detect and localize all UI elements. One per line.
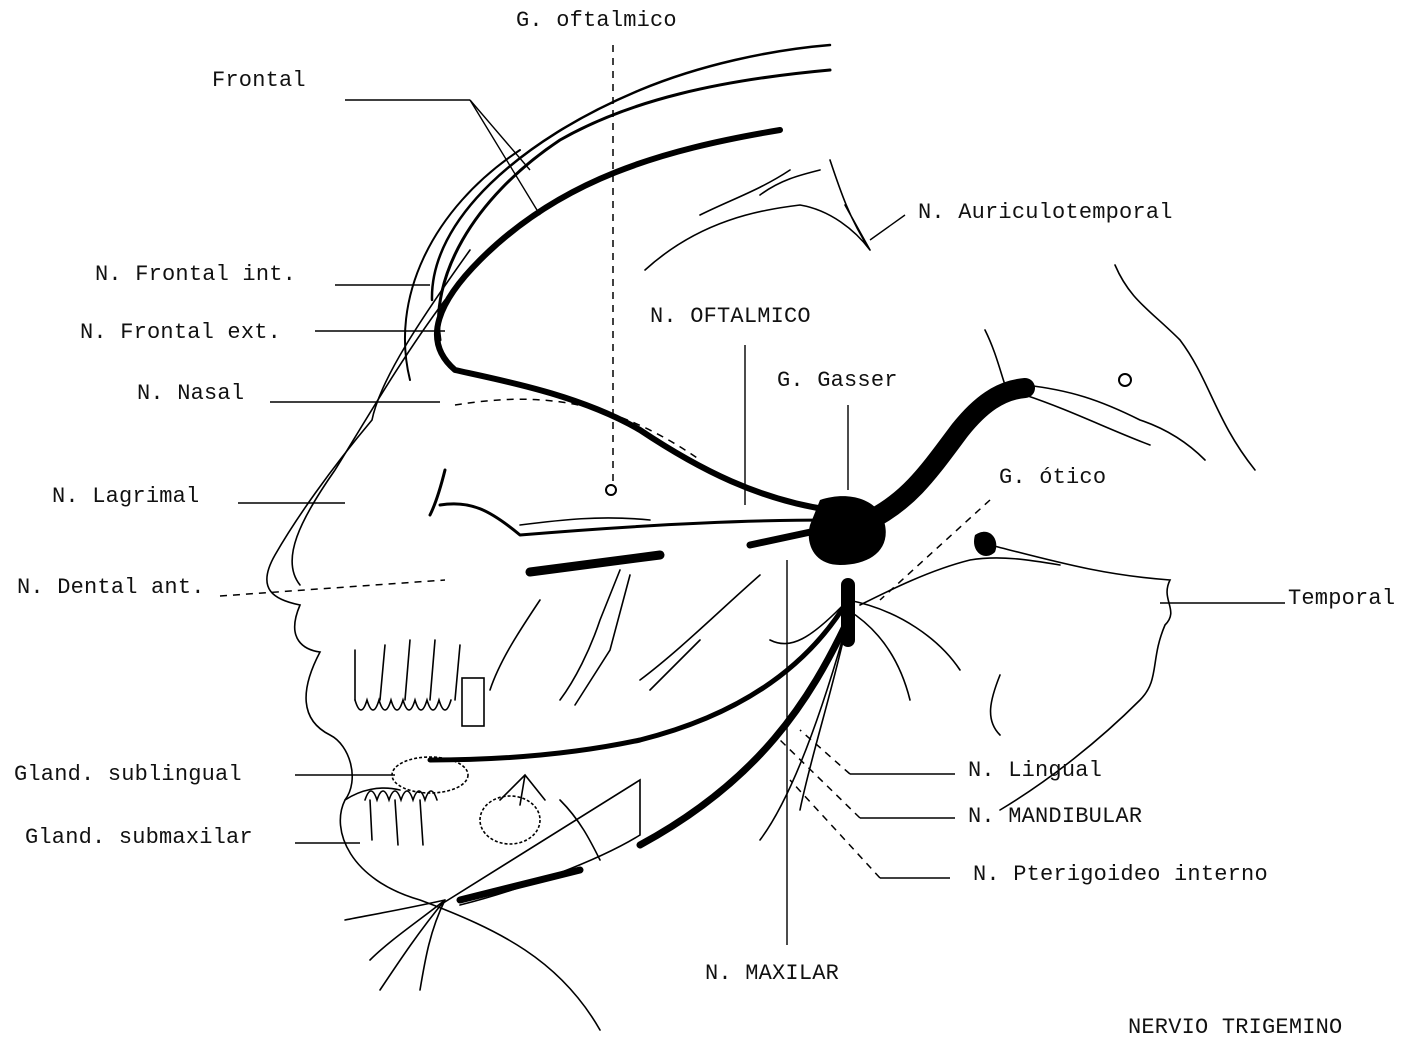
face-profile-outline bbox=[267, 250, 600, 1030]
label-n-dental-ant: N. Dental ant. bbox=[17, 577, 205, 599]
label-n-oftalmico: N. OFTALMICO bbox=[650, 306, 811, 328]
auriculotemporal-nerve bbox=[860, 558, 1060, 605]
label-temporal: Temporal bbox=[1288, 588, 1395, 610]
submaxillary-gland bbox=[480, 796, 540, 844]
face-inner-outline bbox=[292, 300, 445, 585]
label-n-maxilar: N. MAXILAR bbox=[705, 963, 839, 985]
label-gland-sublingual: Gland. sublingual bbox=[14, 764, 242, 786]
label-frontal: Frontal bbox=[212, 70, 306, 92]
nasal-nerve bbox=[455, 399, 700, 460]
label-n-lingual: N. Lingual bbox=[968, 760, 1102, 782]
label-n-frontal-int: N. Frontal int. bbox=[95, 264, 296, 286]
trigeminal-root bbox=[870, 388, 1025, 520]
label-n-frontal-ext: N. Frontal ext. bbox=[80, 322, 281, 344]
maxilla-outline bbox=[520, 518, 760, 690]
label-g-otico: G. ótico bbox=[999, 467, 1106, 489]
label-n-auriculotemporal: N. Auriculotemporal bbox=[918, 202, 1173, 224]
label-n-mandibular: N. MANDIBULAR bbox=[968, 806, 1142, 828]
dental-ant-pointer bbox=[220, 580, 445, 596]
frontal-nerve-branch bbox=[439, 70, 831, 340]
auriculotemporal-pointer bbox=[870, 215, 905, 240]
upper-teeth bbox=[355, 640, 484, 726]
ophthalmic-ganglion bbox=[606, 485, 616, 495]
label-g-gasser: G. Gasser bbox=[777, 370, 898, 392]
lower-teeth bbox=[365, 791, 437, 845]
label-n-pterigoideo-interno: N. Pterigoideo interno bbox=[973, 864, 1268, 886]
label-n-lagrimal: N. Lagrimal bbox=[52, 486, 199, 508]
label-g-oftalmico: G. oftalmico bbox=[516, 10, 677, 32]
label-n-nasal: N. Nasal bbox=[137, 383, 244, 405]
otic-ganglion bbox=[974, 532, 996, 556]
lingual-nerve bbox=[430, 600, 848, 760]
label-gland-submaxilar: Gland. submaxilar bbox=[25, 827, 253, 849]
